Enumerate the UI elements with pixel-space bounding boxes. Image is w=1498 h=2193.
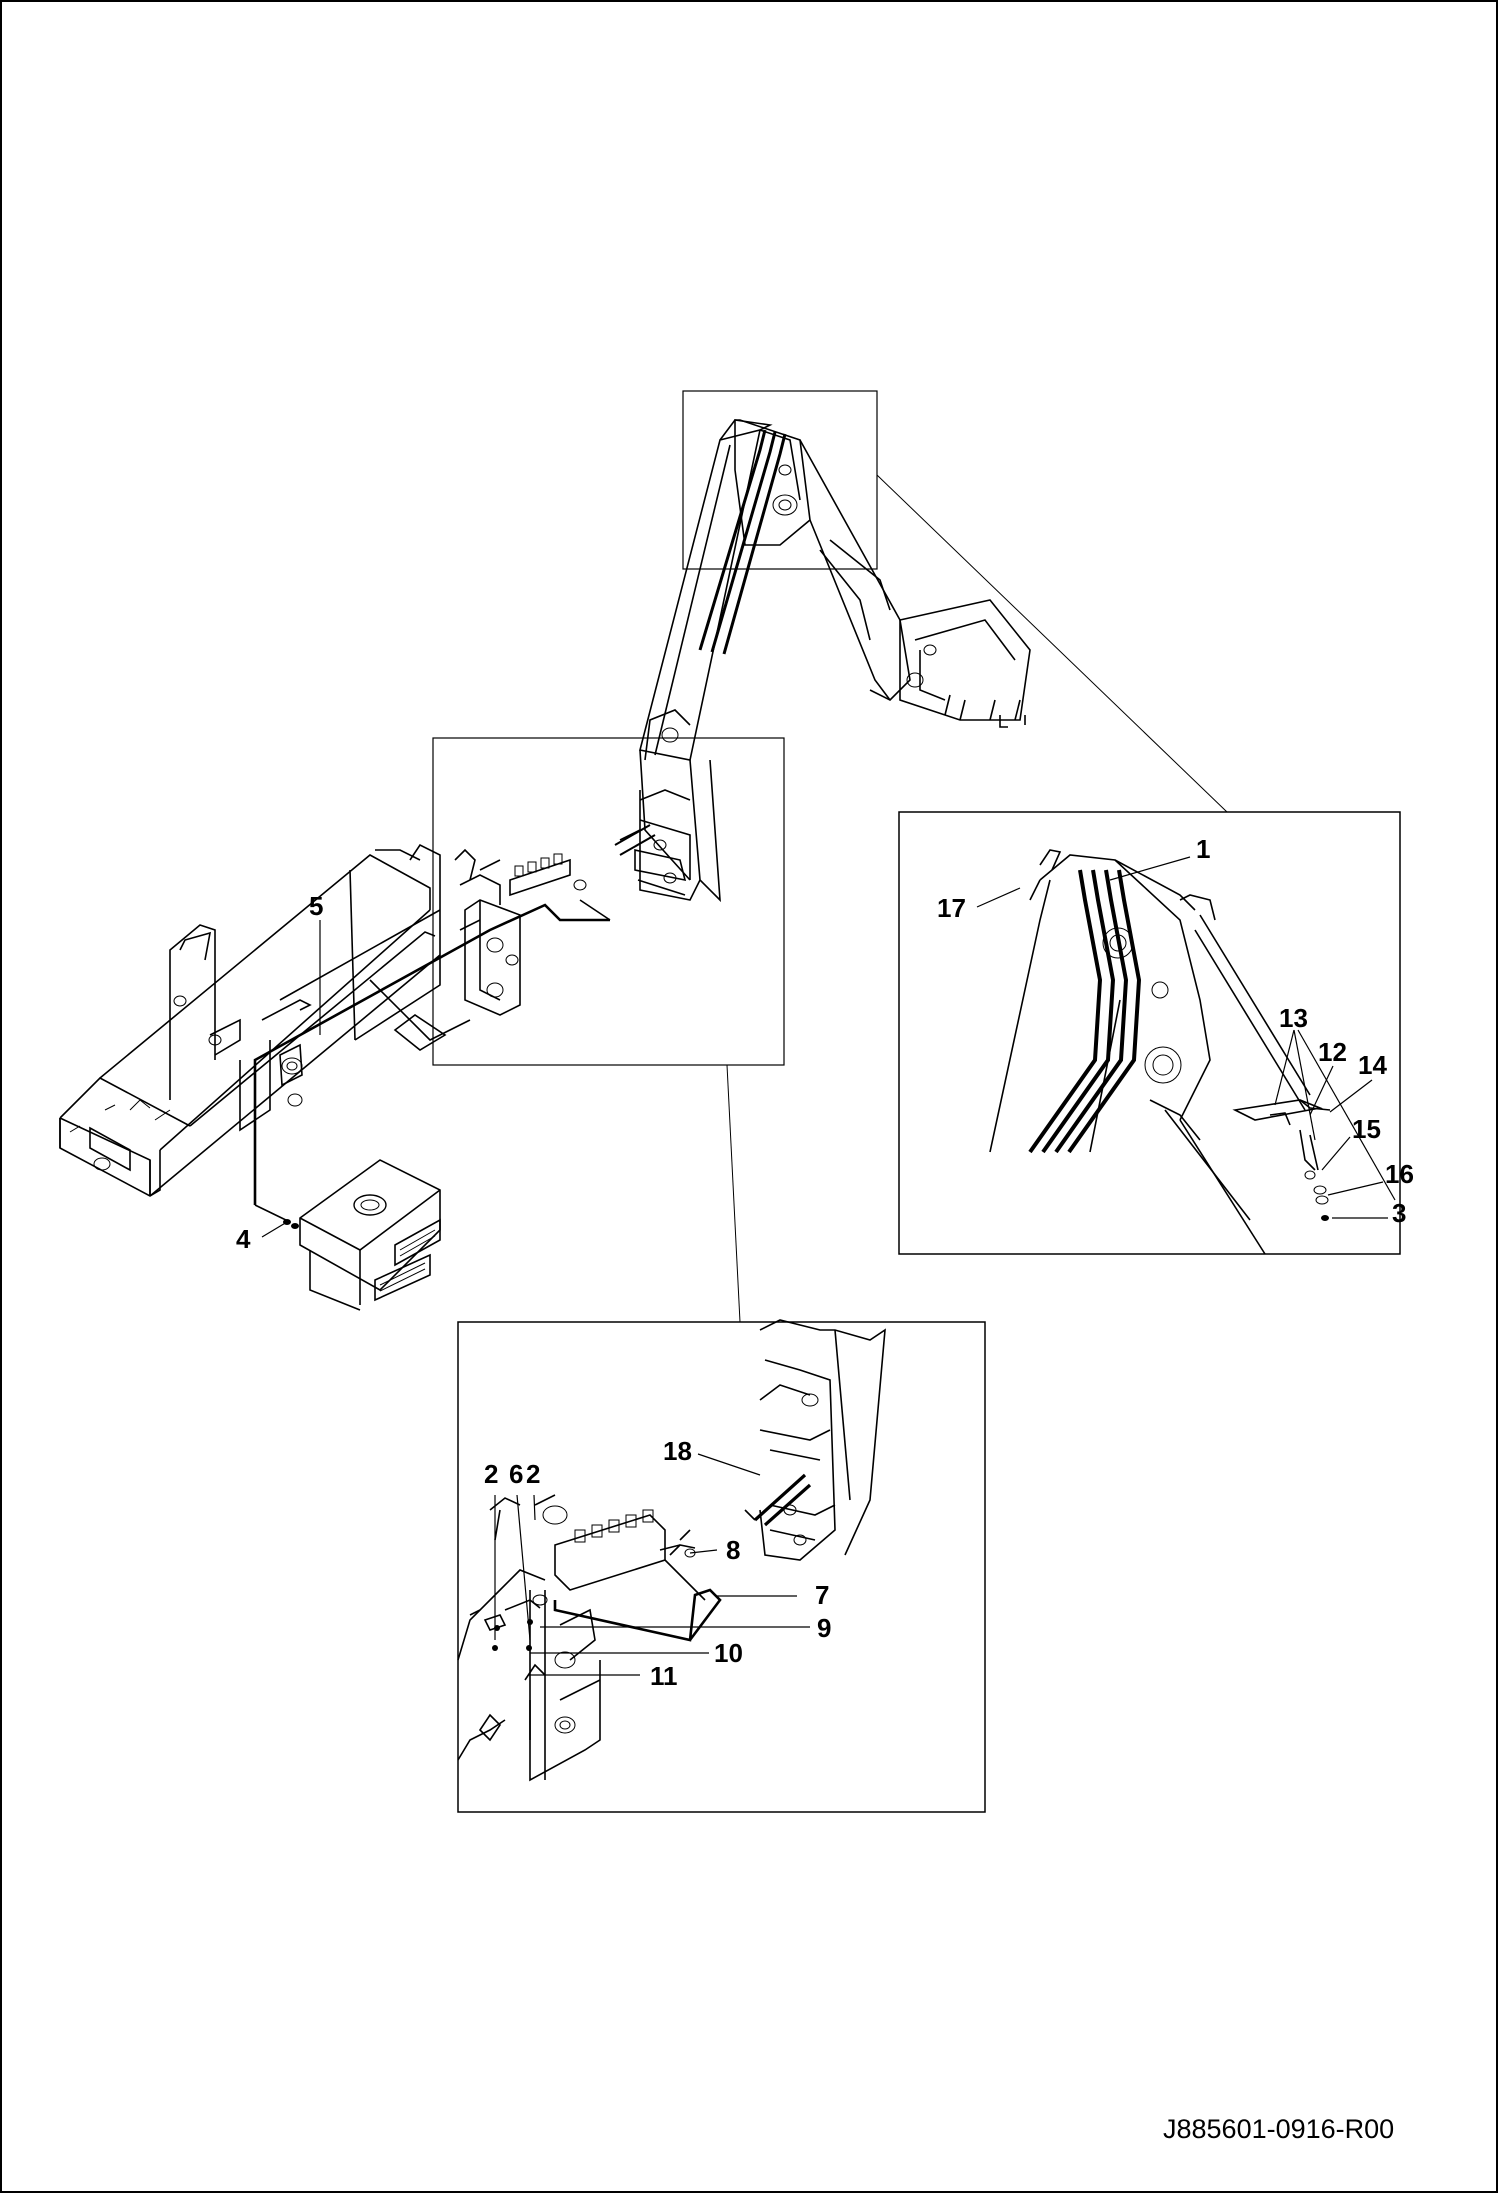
callout-17: 17 [937,893,966,923]
boom [614,419,787,903]
callout-5: 5 [309,891,323,921]
detail-frame-top [682,390,878,570]
leader-lines [261,856,1396,1676]
bucket [899,599,1031,728]
drawing-code: J885601-0916-R00 [1163,2114,1394,2144]
detail-frame-middle [432,737,785,1066]
callout-6: 6 [509,1459,523,1489]
callout-18: 18 [663,1436,692,1466]
callout-13: 13 [1279,1003,1308,1033]
hydraulic-tank [283,1159,441,1311]
main-assembly-illustration [59,419,1031,1311]
callout-11: 11 [650,1661,678,1691]
callout-15: 15 [1352,1114,1381,1144]
chassis-frame [59,843,471,1197]
callout-2-right: 2 [526,1459,540,1489]
callout-10: 10 [714,1638,743,1668]
detail-view-boom-head [898,811,1401,1255]
callout-2-left: 2 [484,1459,498,1489]
callout-4: 4 [236,1224,251,1254]
detail-link-line-2 [726,1064,741,1323]
detail-link-line-1 [876,474,1228,813]
detail-view-valve [457,1319,986,1813]
hose-assembly-5 [253,903,610,1205]
callout-3: 3 [1392,1198,1406,1228]
callout-7: 7 [815,1580,829,1610]
callout-12: 12 [1318,1037,1347,1067]
control-valve-block [454,848,587,897]
kingpost-mount [459,874,521,1016]
dipper-arm [734,419,911,701]
callout-14: 14 [1358,1050,1387,1080]
callout-1: 1 [1196,834,1210,864]
callout-8: 8 [726,1535,740,1565]
callout-9: 9 [817,1613,831,1643]
callout-16: 16 [1385,1159,1414,1189]
